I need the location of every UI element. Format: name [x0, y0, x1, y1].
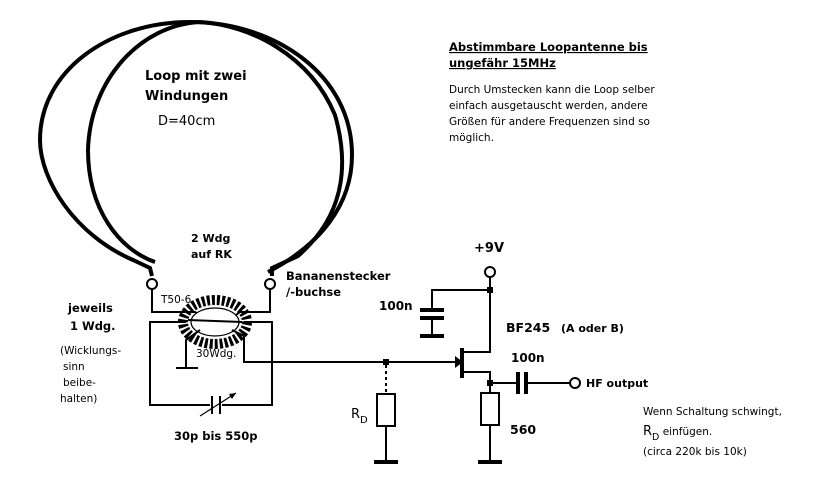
toroid-core-label: T50-6: [160, 294, 192, 306]
note-right-line-3: (circa 220k bis 10k): [643, 446, 747, 458]
note-left-line-6: halten): [60, 393, 97, 405]
gate-resistor-label: RD: [351, 407, 368, 426]
title-line-1: Abstimmbare Loopantenne bis: [449, 40, 648, 54]
decoupling-cap-value: 100n: [379, 299, 413, 313]
connector-left: [146, 278, 158, 290]
supply: [420, 266, 496, 338]
note-left-line-3: (Wicklungs-: [60, 345, 121, 357]
output-terminal: [569, 377, 581, 389]
title-line-2: ungefähr 15MHz: [449, 56, 556, 70]
description-line-1: Durch Umstecken kann die Loop selber: [449, 84, 655, 96]
supply-voltage: +9V: [474, 241, 504, 256]
supply-terminal: [484, 266, 496, 278]
variable-capacitor-arrow: [199, 392, 237, 417]
secondary-winding: [176, 329, 386, 369]
gate-network: [374, 359, 455, 464]
loop-diameter: D=40cm: [158, 114, 215, 129]
loop-antenna: [37, 19, 355, 277]
toroid-turns-label: 30Wdg.: [196, 348, 236, 360]
note-right-line-2: RD einfügen.: [643, 424, 712, 443]
output-label: HF output: [586, 377, 648, 390]
source-network: [478, 372, 581, 464]
coupling-label-line-1: 2 Wdg: [191, 232, 230, 245]
jfet-bf245: [455, 290, 491, 393]
note-left-line-5: beibe-: [63, 377, 96, 389]
note-left-line-4: sinn: [63, 361, 85, 373]
note-left-line-2: 1 Wdg.: [70, 319, 116, 333]
coupling-label-line-2: auf RK: [191, 248, 232, 261]
tuning-cap-value: 30p bis 550p: [174, 429, 258, 443]
banana-connectors: [146, 278, 276, 300]
description-line-3: Größen für andere Frequenzen sind so: [449, 116, 650, 128]
output-cap-value: 100n: [511, 351, 545, 365]
source-resistor-560: [480, 392, 500, 426]
loop-label-line-1: Loop mit zwei: [145, 69, 247, 84]
note-right-line-1: Wenn Schaltung schwingt,: [643, 406, 782, 418]
note-left-line-1: jeweils: [67, 301, 113, 315]
loop-label-line-2: Windungen: [145, 89, 228, 104]
description-line-2: einfach ausgetauscht werden, andere: [449, 100, 648, 112]
source-resistor-value: 560: [510, 422, 536, 437]
transistor-variant: (A oder B): [561, 322, 624, 335]
connector-right: [264, 278, 276, 290]
description-line-4: möglich.: [449, 132, 494, 144]
tuning-circuit: [149, 321, 273, 417]
connector-label-line-2: /-buchse: [286, 285, 341, 299]
loop-winding-2: [85, 19, 345, 276]
transistor-type: BF245: [506, 320, 550, 335]
connector-label-line-1: Bananenstecker: [286, 269, 391, 283]
gate-resistor-rd: [376, 393, 396, 427]
toroid-core: [178, 295, 252, 349]
